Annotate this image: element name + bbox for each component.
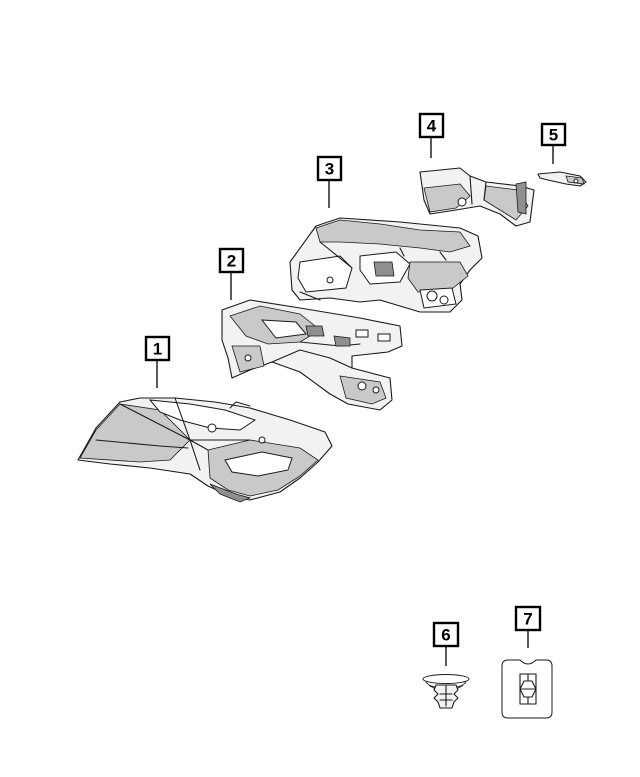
callout-2[interactable]: 2 <box>218 247 245 274</box>
callout-4[interactable]: 4 <box>418 112 445 139</box>
callout-label: 3 <box>325 160 334 179</box>
callout-label: 6 <box>441 626 450 645</box>
callout-label: 1 <box>153 340 162 359</box>
callout-7[interactable]: 7 <box>514 605 542 632</box>
callout-6[interactable]: 6 <box>432 621 460 648</box>
part-3-dash-insulator[interactable] <box>289 217 483 313</box>
part-7-clip[interactable] <box>501 659 553 719</box>
part-1-floor-silencer[interactable] <box>77 397 333 503</box>
callout-1[interactable]: 1 <box>144 335 171 362</box>
part-6-push-pin-fastener[interactable] <box>422 674 470 709</box>
callout-label: 5 <box>549 126 558 145</box>
callout-label: 4 <box>427 117 437 136</box>
callout-5[interactable]: 5 <box>540 122 567 147</box>
callout-label: 2 <box>227 252 236 271</box>
callout-3[interactable]: 3 <box>316 155 343 182</box>
part-4-silencer-piece[interactable] <box>419 167 535 227</box>
part-5-bracket[interactable] <box>537 171 587 187</box>
part-2-dash-silencer[interactable] <box>221 299 403 411</box>
callout-label: 7 <box>523 610 532 629</box>
